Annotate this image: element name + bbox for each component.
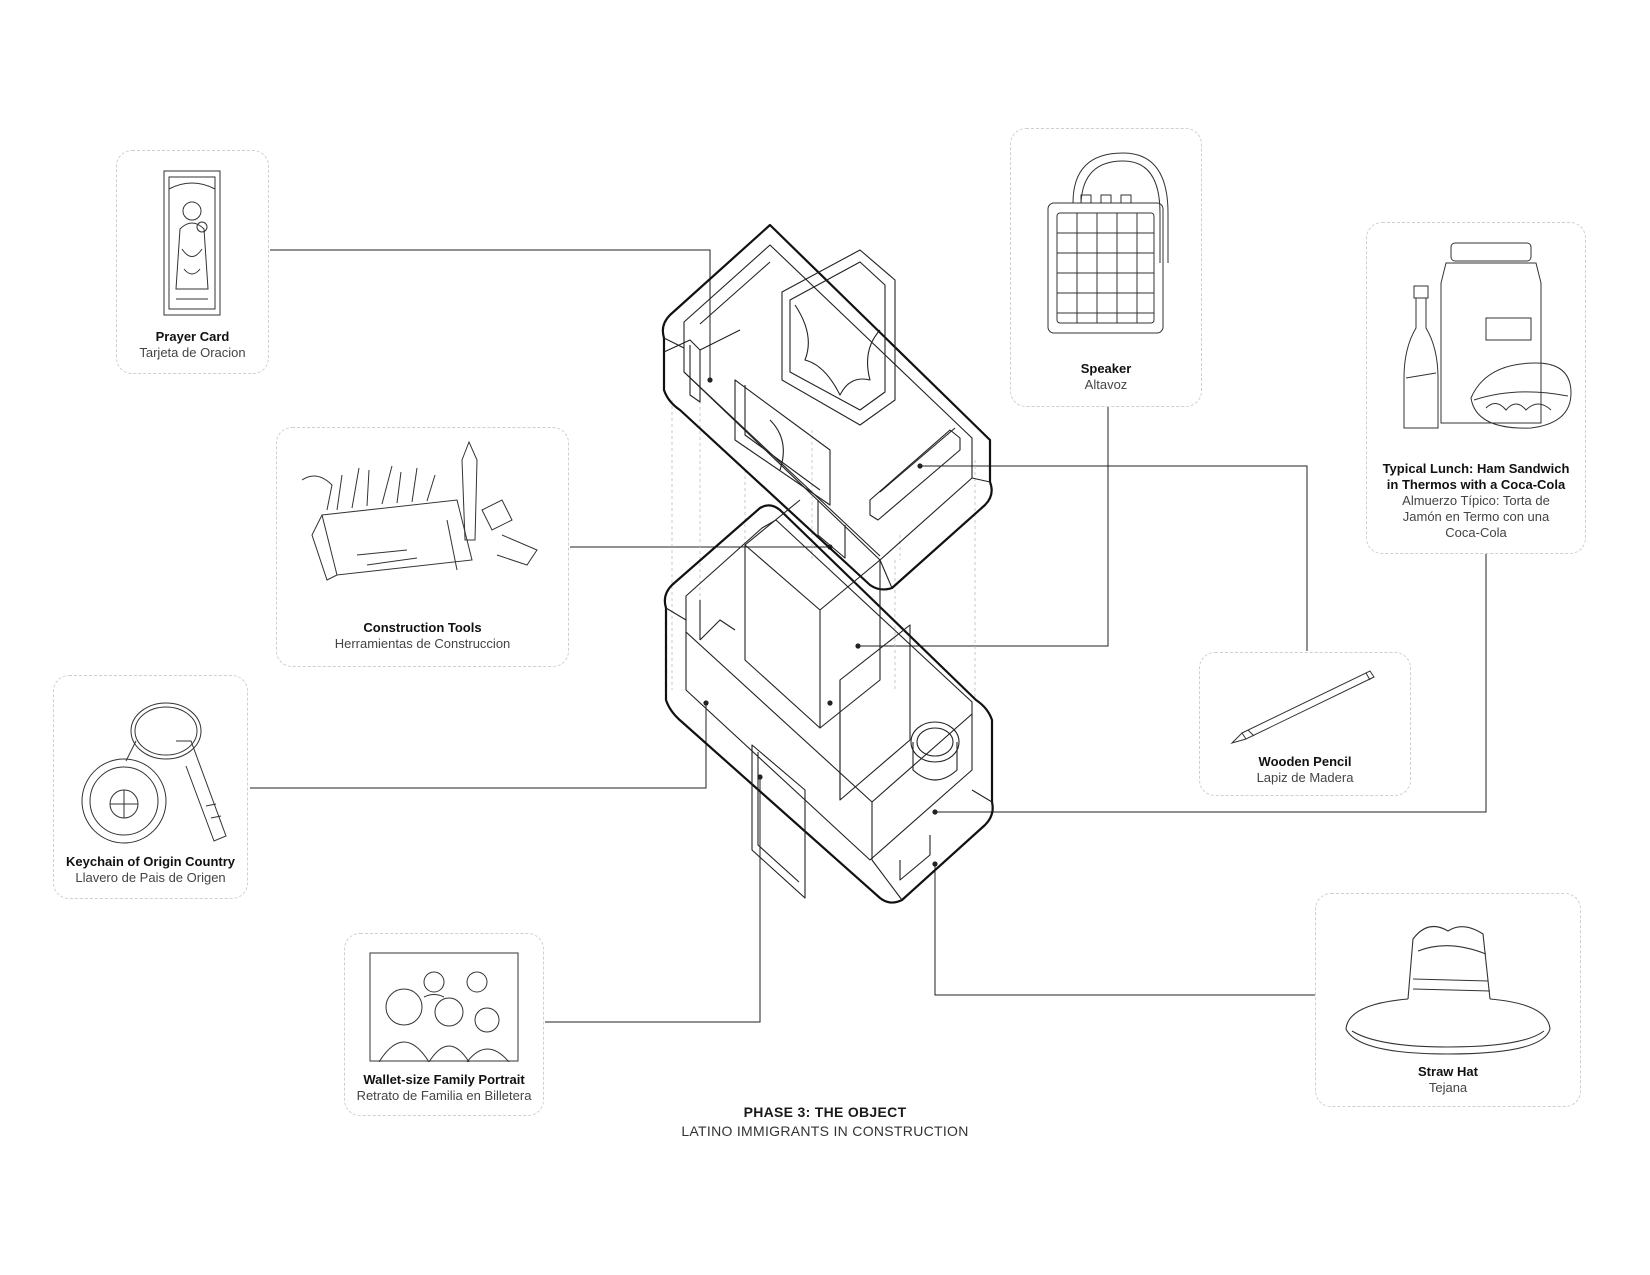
- construction-tools-card: Construction Tools Herramientas de Const…: [276, 427, 569, 667]
- speaker-icon: [1033, 143, 1183, 343]
- keychain-title: Keychain of Origin Country: [65, 854, 235, 869]
- straw-hat-subtitle: Tejana: [1428, 1080, 1468, 1095]
- speaker-subtitle: Altavoz: [1084, 377, 1128, 392]
- pencil-icon: [1230, 665, 1380, 745]
- lunch-icon: [1376, 238, 1576, 438]
- leader-line-straw-hat: [935, 864, 1315, 995]
- straw-hat-title: Straw Hat: [1418, 1064, 1478, 1079]
- lunch-subtitle-line-1: Almuerzo Típico: Torta de: [1402, 493, 1550, 508]
- pencil-subtitle: Lapiz de Madera: [1256, 770, 1354, 785]
- prayer-card-title: Prayer Card: [155, 329, 230, 344]
- leader-line-prayer-card: [270, 250, 710, 380]
- keychain-icon: [66, 696, 236, 846]
- lunch-subtitle-line-2: Jamón en Termo con una: [1402, 509, 1550, 524]
- keychain-subtitle: Llavero de Pais de Origen: [75, 870, 226, 885]
- speaker-title: Speaker: [1080, 361, 1132, 376]
- pencil-card: Wooden Pencil Lapiz de Madera: [1199, 652, 1411, 796]
- straw-hat-icon: [1338, 909, 1558, 1059]
- straw-hat-card: Straw Hat Tejana: [1315, 893, 1581, 1107]
- leader-line-speaker: [858, 406, 1108, 646]
- family-portrait-subtitle: Retrato de Familia en Billetera: [356, 1088, 532, 1103]
- keychain-card: Keychain of Origin Country Llavero de Pa…: [53, 675, 248, 899]
- diagram-caption: PHASE 3: THE OBJECT LATINO IMMIGRANTS IN…: [500, 1104, 1150, 1139]
- leader-line-lunch: [935, 552, 1486, 812]
- lunch-title-line-1: Typical Lunch: Ham Sandwich: [1382, 461, 1570, 476]
- family-portrait-title: Wallet-size Family Portrait: [363, 1072, 525, 1087]
- leader-line-pencil: [920, 466, 1307, 651]
- prayer-card-subtitle: Tarjeta de Oracion: [139, 345, 246, 360]
- leader-line-keychain: [250, 703, 706, 788]
- tool-box-icon: [297, 440, 547, 590]
- caption-subtitle: LATINO IMMIGRANTS IN CONSTRUCTION: [681, 1123, 969, 1139]
- speaker-card: Speaker Altavoz: [1010, 128, 1202, 407]
- lunch-subtitle-line-3: Coca-Cola: [1445, 525, 1507, 540]
- lunch-title-line-2: in Thermos with a Coca-Cola: [1386, 477, 1566, 492]
- construction-tools-title: Construction Tools: [363, 620, 482, 635]
- leader-line-family-portrait: [545, 777, 760, 1022]
- family-portrait-card: Wallet-size Family Portrait Retrato de F…: [344, 933, 544, 1116]
- pencil-title: Wooden Pencil: [1258, 754, 1352, 769]
- construction-tools-subtitle: Herramientas de Construccion: [334, 636, 511, 651]
- prayer-card-icon: [162, 169, 222, 319]
- lunch-card: Typical Lunch: Ham Sandwich in Thermos w…: [1366, 222, 1586, 554]
- prayer-card-card: Prayer Card Tarjeta de Oracion: [116, 150, 269, 374]
- family-portrait-icon: [369, 952, 519, 1062]
- caption-title: PHASE 3: THE OBJECT: [743, 1104, 907, 1120]
